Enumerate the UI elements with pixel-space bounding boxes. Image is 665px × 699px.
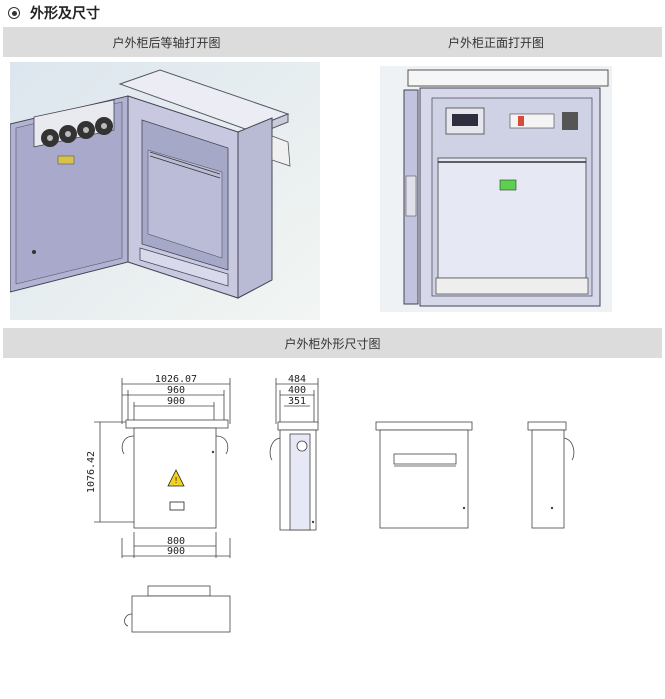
dim-height: 1076.42 bbox=[86, 451, 97, 493]
dim-depth-400: 400 bbox=[288, 385, 306, 396]
dim-overall-width: 1026.07 bbox=[155, 374, 197, 385]
dim-base-900: 900 bbox=[167, 546, 185, 557]
caption-rear-view: 户外柜后等轴打开图 bbox=[3, 27, 330, 57]
rear-isometric-illustration bbox=[9, 62, 320, 320]
dim-width-900-top: 900 bbox=[167, 396, 185, 407]
dimension-drawings: ! 1026.07 960 900 1076.42 800 900 484 40… bbox=[0, 362, 665, 695]
svg-text:!: ! bbox=[174, 476, 179, 485]
dim-depth-351: 351 bbox=[288, 396, 306, 407]
dim-base-800: 800 bbox=[167, 536, 185, 547]
section-title: 外形及尺寸 bbox=[30, 6, 100, 22]
dim-width-960: 960 bbox=[167, 385, 185, 396]
front-opened-illustration bbox=[380, 66, 612, 312]
caption-dimensions: 户外柜外形尺寸图 bbox=[3, 328, 662, 358]
bullseye-icon bbox=[8, 7, 20, 19]
dim-depth-484: 484 bbox=[288, 374, 306, 385]
section-heading: 外形及尺寸 bbox=[8, 3, 100, 23]
caption-front-view: 户外柜正面打开图 bbox=[330, 27, 662, 57]
